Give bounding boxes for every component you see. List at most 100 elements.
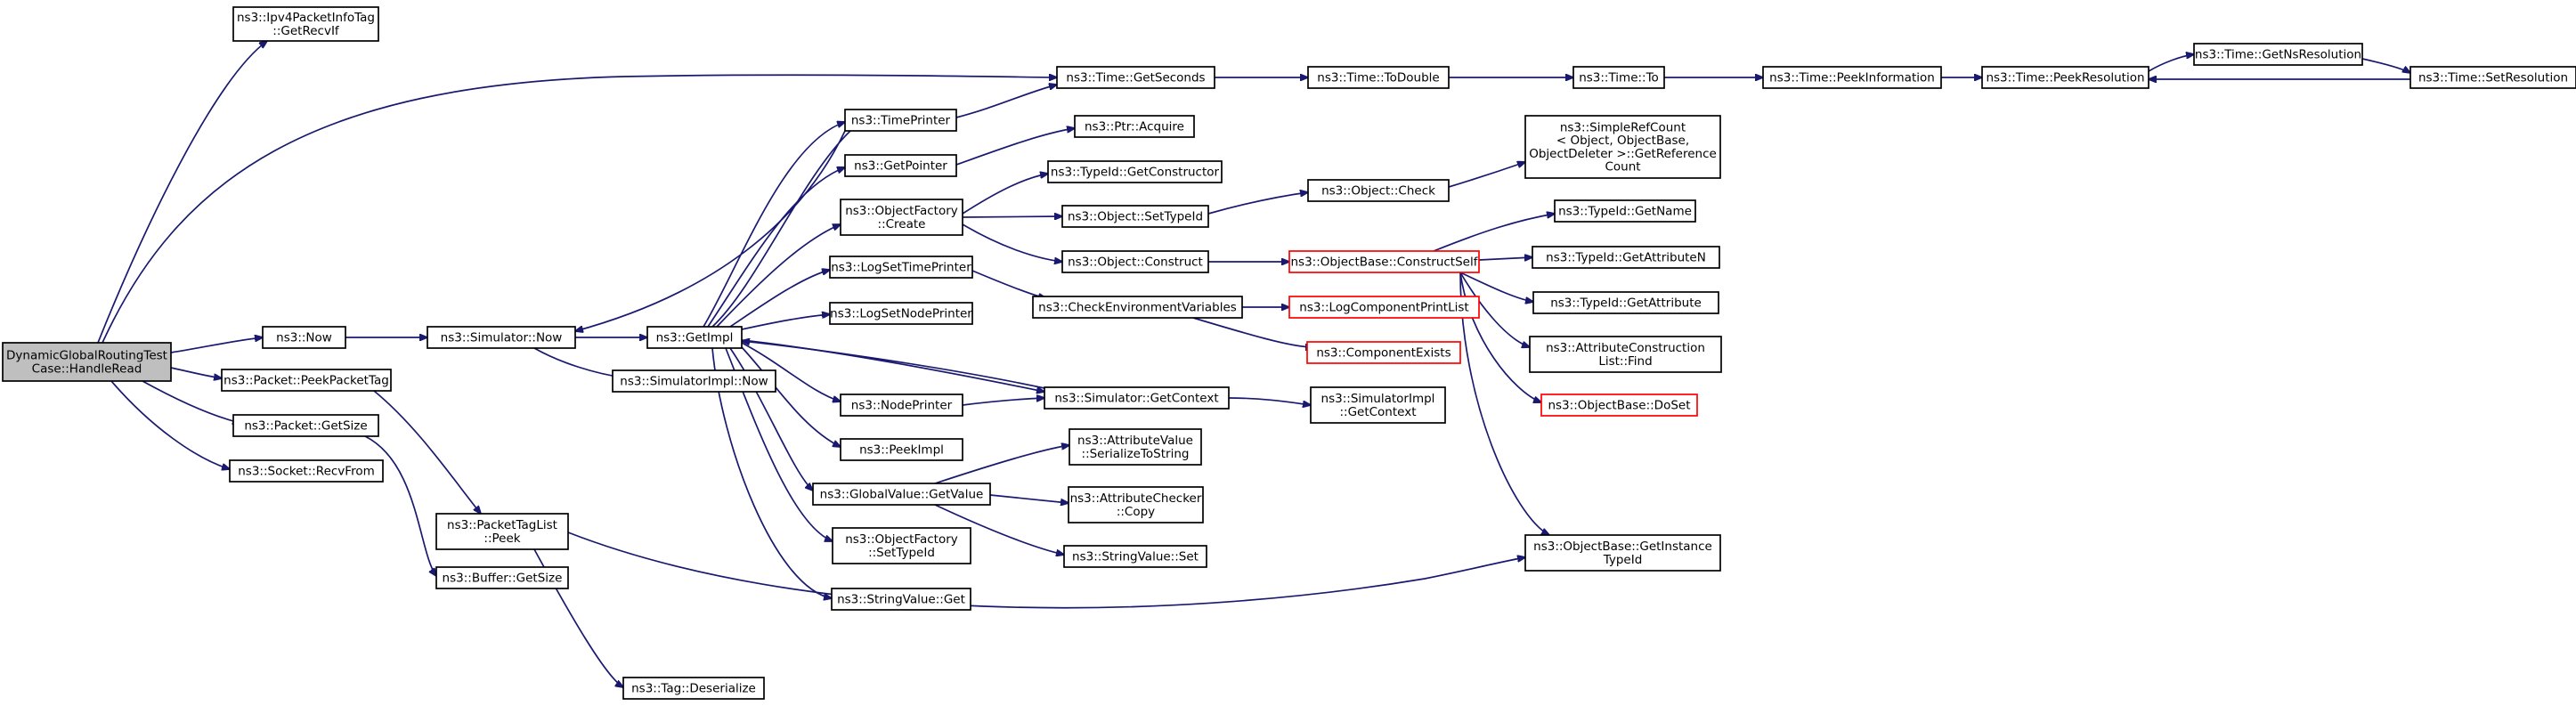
edge-constructself-to-tidgetattrn [1478, 257, 1532, 260]
edge-simgetctx-to-simimplgetctx [1228, 397, 1311, 405]
node-logcompprint[interactable]: ns3::LogComponentPrintList [1288, 296, 1480, 319]
edge-root-to-peekpackettag [170, 367, 222, 378]
node-timeto[interactable]: ns3::Time::To [1572, 66, 1665, 89]
node-attrcheckcopy[interactable]: ns3::AttributeChecker::Copy [1068, 486, 1204, 523]
node-serializetostring[interactable]: ns3::AttributeValue::SerializeToString [1069, 428, 1202, 466]
node-nodeprinter[interactable]: ns3::NodePrinter [840, 394, 963, 417]
node-tagdeserialize[interactable]: ns3::Tag::Deserialize [622, 677, 765, 700]
node-construct[interactable]: ns3::Object::Construct [1061, 250, 1209, 273]
node-tidgetname[interactable]: ns3::TypeId::GetName [1554, 199, 1696, 223]
node-box [2193, 43, 2363, 66]
node-label: ns3::Now [276, 331, 332, 345]
node-label: ::Copy [1117, 505, 1155, 519]
node-getseconds[interactable]: ns3::Time::GetSeconds [1056, 66, 1215, 89]
node-box [646, 326, 743, 349]
node-getnsres[interactable]: ns3::Time::GetNsResolution [2193, 43, 2363, 66]
node-box [1532, 291, 1719, 314]
edge-checkenv-to-compexists [1192, 317, 1313, 347]
edge-peekres-to-getnsres [2148, 54, 2194, 72]
node-label: ns3::TimePrinter [851, 114, 951, 128]
node-ptlpeek[interactable]: ns3::PacketTagList::Peek [435, 513, 569, 550]
node-label: Case::HandleRead [32, 361, 142, 376]
node-label: ns3::PeekImpl [859, 443, 944, 458]
node-label: ns3::SimpleRefCount [1560, 121, 1686, 135]
node-label: TypeId [1603, 553, 1643, 567]
node-refcount[interactable]: ns3::SimpleRefCount< Object, ObjectBase,… [1524, 115, 1721, 179]
node-ptracquire[interactable]: ns3::Ptr::Acquire [1074, 115, 1195, 138]
node-stringvalset[interactable]: ns3::StringValue::Set [1063, 545, 1207, 568]
edge-objfcreate-to-getconstructor [962, 174, 1048, 215]
edge-getimpl-to-gvgetvalue [729, 347, 813, 491]
edge-constructself-to-doset [1459, 272, 1541, 402]
node-box [1032, 296, 1243, 319]
node-box [844, 154, 957, 177]
node-label: ns3::Simulator::Now [441, 331, 563, 345]
node-logsetnode[interactable]: ns3::LogSetNodePrinter [829, 302, 973, 325]
node-settypeid[interactable]: ns3::Object::SetTypeId [1061, 205, 1209, 228]
node-setres[interactable]: ns3::Time::SetResolution [2409, 66, 2576, 89]
node-label: ns3::ComponentExists [1316, 346, 1451, 361]
node-simimplgetctx[interactable]: ns3::SimulatorImpl::GetContext [1310, 386, 1446, 424]
node-label: ns3::GetImpl [656, 331, 734, 345]
node-timeprinter[interactable]: ns3::TimePrinter [844, 109, 957, 132]
edge-simnow-to-simimplnow [533, 347, 623, 377]
node-box [1310, 386, 1446, 424]
node-label: < Object, ObjectBase, [1556, 134, 1689, 148]
node-label: ns3::ObjectBase::DoSet [1548, 399, 1690, 413]
node-label: ns3::SimulatorImpl::Now [620, 375, 768, 389]
node-peekimpl[interactable]: ns3::PeekImpl [840, 438, 963, 461]
node-checkenv[interactable]: ns3::CheckEnvironmentVariables [1032, 296, 1243, 319]
edge-logsettime-to-checkenv [971, 270, 1046, 298]
node-tidgetattrn[interactable]: ns3::TypeId::GetAttributeN [1532, 246, 1720, 269]
node-peekres[interactable]: ns3::Time::PeekResolution [1981, 66, 2149, 89]
node-label: ns3::TypeId::GetAttributeN [1546, 251, 1706, 265]
node-box [1307, 179, 1450, 202]
node-box [831, 588, 971, 611]
node-getpointer[interactable]: ns3::GetPointer [844, 154, 957, 177]
edge-constructself-to-getinstancetid [1459, 272, 1549, 535]
node-doset[interactable]: ns3::ObjectBase::DoSet [1540, 394, 1698, 417]
node-box [622, 677, 765, 700]
node-socketrecvfrom[interactable]: ns3::Socket::RecvFrom [229, 459, 384, 483]
node-label: ns3::TypeId::GetAttribute [1550, 296, 1702, 311]
node-objcheck[interactable]: ns3::Object::Check [1307, 179, 1450, 202]
node-simimplnow[interactable]: ns3::SimulatorImpl::Now [612, 369, 776, 393]
node-ipv4tag[interactable]: ns3::Ipv4PacketInfoTag::GetRecvIf [232, 6, 379, 42]
node-packetgetsize[interactable]: ns3::Packet::GetSize [232, 414, 379, 437]
node-label: ns3::NodePrinter [851, 399, 953, 413]
node-simgetctx[interactable]: ns3::Simulator::GetContext [1044, 386, 1230, 410]
node-peekinfo[interactable]: ns3::Time::PeekInformation [1762, 66, 1942, 89]
node-gvgetvalue[interactable]: ns3::GlobalValue::GetValue [812, 483, 991, 506]
node-objfsettypeid[interactable]: ns3::ObjectFactory::SetTypeId [832, 527, 971, 564]
edge-constructself-to-tidgetattr [1459, 272, 1533, 302]
call-edges [97, 41, 2410, 687]
node-label: DynamicGlobalRoutingTest [6, 349, 167, 363]
node-compexists[interactable]: ns3::ComponentExists [1306, 341, 1461, 364]
node-box [1074, 115, 1195, 138]
node-objfcreate[interactable]: ns3::ObjectFactory::Create [840, 199, 963, 236]
node-now[interactable]: ns3::Now [262, 326, 346, 349]
node-label: ns3::Time::GetNsResolution [2195, 48, 2361, 62]
node-buffergetsize[interactable]: ns3::Buffer::GetSize [435, 566, 569, 589]
node-simnow[interactable]: ns3::Simulator::Now [427, 326, 576, 349]
node-box [840, 394, 963, 417]
node-box [1061, 205, 1209, 228]
node-label: ns3::AttributeConstruction [1546, 341, 1705, 355]
node-logsettime[interactable]: ns3::LogSetTimePrinter [829, 256, 973, 279]
edge-root-to-packetgetsize [142, 380, 240, 423]
node-box [435, 566, 569, 589]
node-getimpl[interactable]: ns3::GetImpl [646, 326, 743, 349]
node-getconstructor[interactable]: ns3::TypeId::GetConstructor [1047, 160, 1223, 183]
node-todouble[interactable]: ns3::Time::ToDouble [1307, 66, 1450, 89]
edge-getimpl-to-peekimpl [741, 346, 841, 447]
node-peekpackettag[interactable]: ns3::Packet::PeekPacketTag [221, 369, 392, 392]
node-constructself[interactable]: ns3::ObjectBase::ConstructSelf [1288, 250, 1480, 273]
node-stringvalget[interactable]: ns3::StringValue::Get [831, 588, 971, 611]
node-tidgetattr[interactable]: ns3::TypeId::GetAttribute [1532, 291, 1719, 314]
node-label: ::GetContext [1339, 405, 1416, 419]
node-label: ns3::Object::Construct [1068, 256, 1203, 270]
node-box [229, 459, 384, 483]
